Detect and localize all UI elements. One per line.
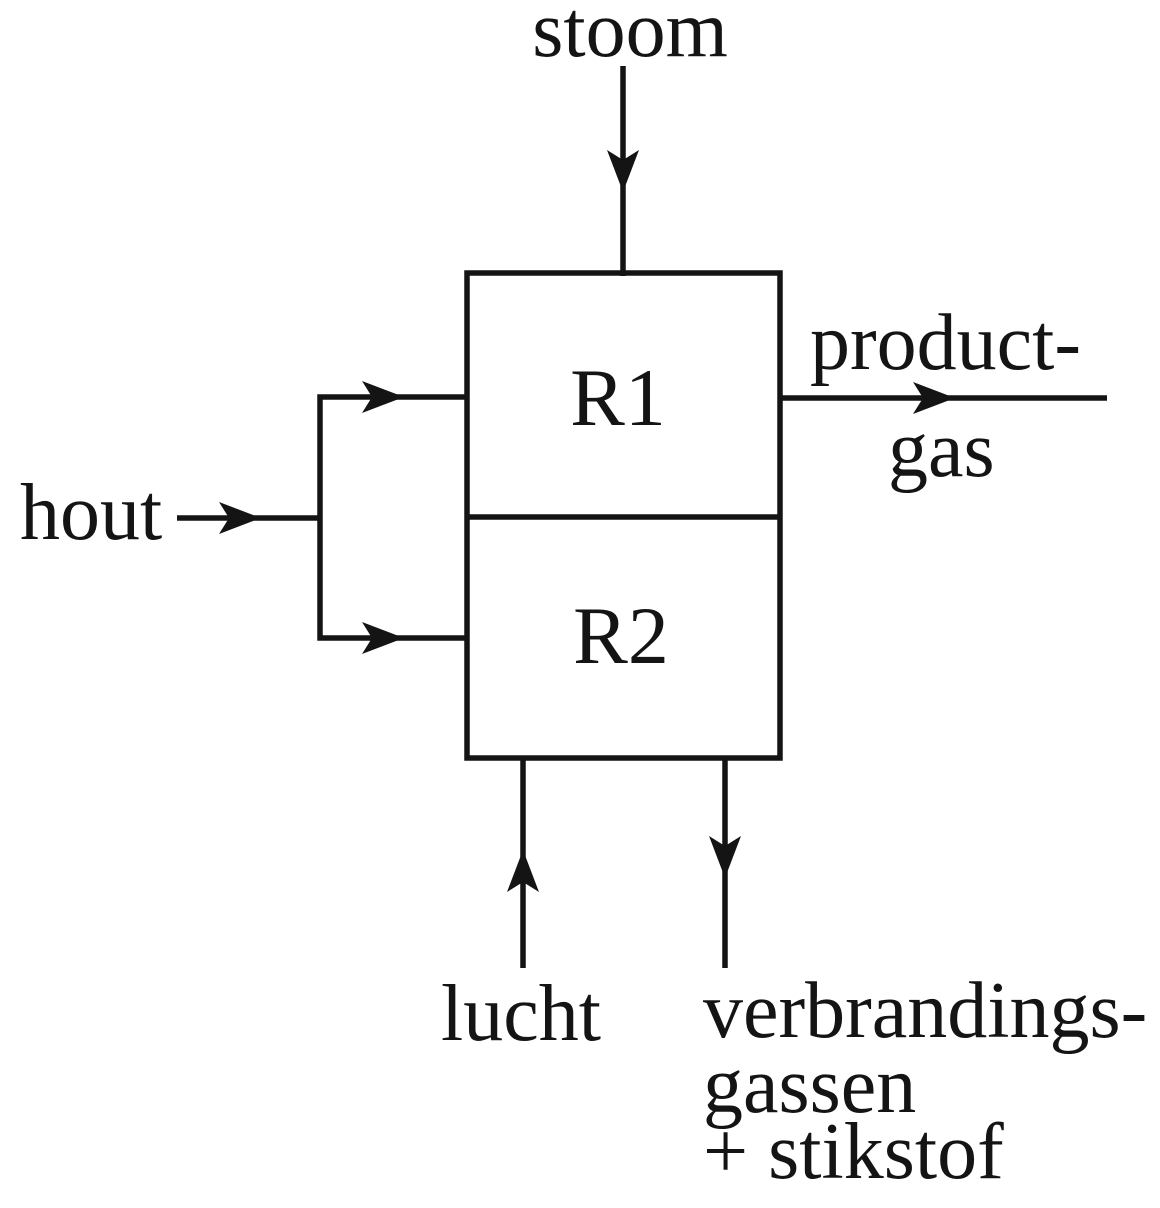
product-gas-label-line1: product- bbox=[810, 299, 1081, 387]
hout-arrow-right-icon bbox=[219, 502, 261, 534]
hout-branch-r1-arrow-right-icon bbox=[362, 381, 404, 413]
lucht-label: lucht bbox=[441, 970, 601, 1058]
product-gas-arrow-right-icon bbox=[913, 382, 955, 414]
hout-branch-r2-arrow-right-icon bbox=[362, 622, 404, 654]
stream-stoom: stoom bbox=[532, 0, 728, 276]
verbrandingsgassen-label-line3: + stikstof bbox=[703, 1108, 1004, 1196]
hout-label: hout bbox=[20, 469, 162, 557]
stream-hout: hout bbox=[20, 381, 467, 654]
stoom-arrow-down-icon bbox=[607, 150, 639, 192]
stream-verbrandingsgassen: verbrandings- gassen + stikstof bbox=[703, 756, 1147, 1196]
verbrandingsgassen-label-line1: verbrandings- bbox=[703, 967, 1147, 1055]
lucht-arrow-up-icon bbox=[507, 850, 539, 892]
stoom-label: stoom bbox=[532, 0, 728, 74]
reactor-r2-label: R2 bbox=[573, 590, 669, 681]
verbrandingsgassen-arrow-down-icon bbox=[709, 836, 741, 878]
stream-product-gas: product- gas bbox=[779, 299, 1107, 494]
reactor-r1-label: R1 bbox=[570, 352, 666, 443]
stream-lucht: lucht bbox=[441, 756, 601, 1058]
reactor-unit: R1 R2 bbox=[464, 270, 783, 761]
product-gas-label-line2: gas bbox=[888, 406, 995, 494]
verbrandingsgassen-label-line2: gassen bbox=[703, 1042, 916, 1130]
hout-split-line bbox=[317, 394, 467, 641]
